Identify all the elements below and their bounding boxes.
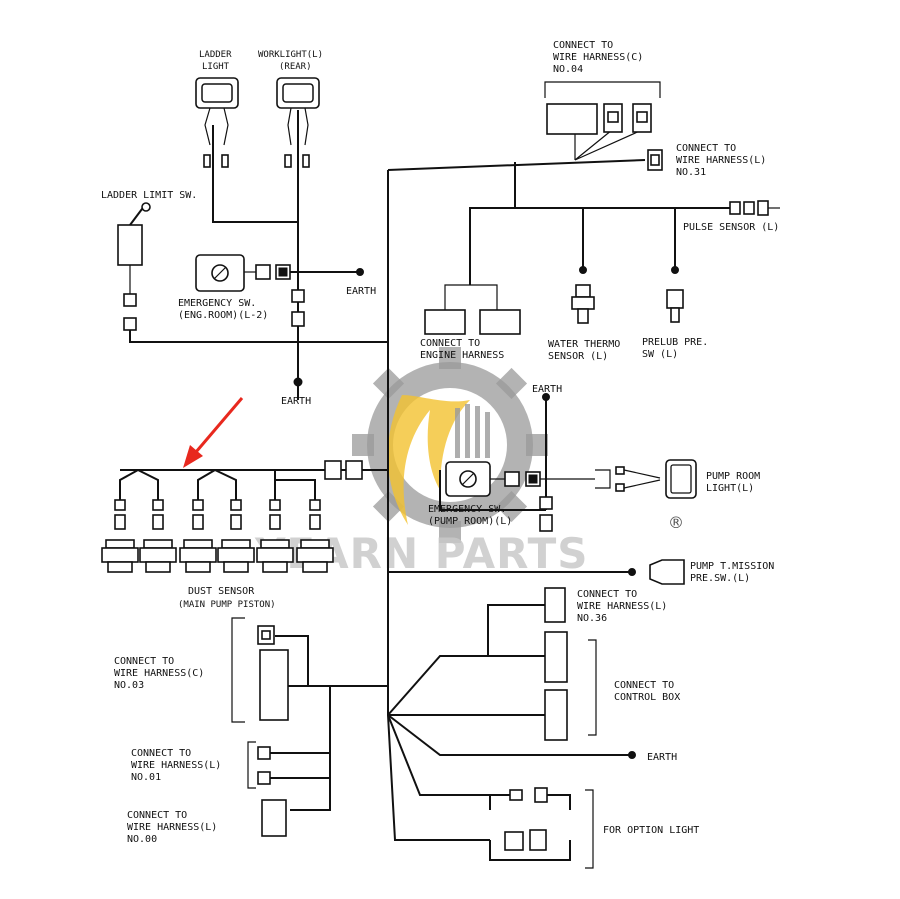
bracket-c04 — [544, 81, 661, 98]
label-pump-tmission: PUMP T.MISSION — [690, 561, 774, 572]
highlight-arrow — [183, 397, 244, 468]
label-conn-c04: CONNECT TO — [553, 40, 613, 51]
label-earth: EARTH — [346, 286, 376, 297]
ladder-light — [195, 77, 239, 168]
label-water-thermo: SENSOR (L) — [548, 351, 608, 362]
earth-mid — [542, 393, 550, 401]
dust-sensor — [139, 499, 177, 573]
control-box-connectors — [544, 631, 597, 741]
harness-wires — [119, 110, 730, 861]
label-conn-c04: NO.04 — [553, 64, 583, 75]
pulse-sensor — [729, 200, 780, 216]
label-conn-l00: NO.00 — [127, 834, 157, 845]
label-water-thermo: WATER THERMO — [548, 339, 620, 350]
label-conn-l01: NO.01 — [131, 772, 161, 783]
label-conn-c03: NO.03 — [114, 680, 144, 691]
label-pulse-sensor: PULSE SENSOR (L) — [683, 222, 779, 233]
dust-sensor-connector — [324, 460, 342, 480]
pump-tmission-switch — [628, 559, 685, 585]
label-ladder-light: LADDER — [199, 50, 232, 60]
label-conn-l31: WIRE HARNESS(L) — [676, 155, 766, 166]
label-conn-c03: WIRE HARNESS(C) — [114, 668, 204, 679]
label-conn-l01: CONNECT TO — [131, 748, 191, 759]
label-worklight: WORKLIGHT(L) — [258, 50, 323, 60]
dust-sensor-group — [101, 460, 363, 573]
label-pump-tmission: PRE.SW.(L) — [690, 573, 750, 584]
dust-sensor — [217, 499, 255, 573]
label-engine-harness: CONNECT TO — [420, 338, 480, 349]
label-emergency-eng: EMERGENCY SW. — [178, 298, 256, 309]
label-earth: EARTH — [532, 384, 562, 395]
label-conn-l36: NO.36 — [577, 613, 607, 624]
label-emergency-pump: EMERGENCY SW. — [428, 504, 506, 515]
dust-sensor — [101, 499, 139, 573]
labels: LADDER LIGHT WORKLIGHT(L) (REAR) CONNECT… — [101, 40, 779, 845]
connector-l31 — [647, 149, 663, 171]
label-pump-room-light: LIGHT(L) — [706, 483, 754, 494]
connector-l00 — [261, 799, 287, 837]
registered-mark: ® — [668, 513, 684, 532]
emergency-switch-pump — [445, 461, 595, 532]
label-conn-c04: WIRE HARNESS(C) — [553, 52, 643, 63]
label-dust-sensor: DUST SENSOR — [188, 586, 255, 597]
dust-sensor — [179, 499, 217, 573]
label-conn-l31: NO.31 — [676, 167, 706, 178]
label-prelub: PRELUB PRE. — [642, 337, 708, 348]
label-conn-l00: CONNECT TO — [127, 810, 187, 821]
label-worklight: (REAR) — [279, 62, 312, 72]
label-emergency-pump: (PUMP ROOM)(L) — [428, 516, 512, 527]
label-conn-l36: WIRE HARNESS(L) — [577, 601, 667, 612]
label-option-light: FOR OPTION LIGHT — [603, 825, 699, 836]
connector-l01 — [247, 741, 271, 789]
label-earth: EARTH — [647, 752, 677, 763]
label-pump-room-light: PUMP ROOM — [706, 471, 760, 482]
connector-c03 — [231, 617, 289, 723]
label-conn-l00: WIRE HARNESS(L) — [127, 822, 217, 833]
earth-bottom — [628, 751, 636, 759]
label-conn-l31: CONNECT TO — [676, 143, 736, 154]
engine-harness-connector — [424, 309, 521, 335]
worklight-rear — [276, 77, 320, 168]
label-dust-sensor: (MAIN PUMP PISTON) — [178, 600, 276, 610]
flame-icon — [387, 395, 470, 525]
label-conn-l36: CONNECT TO — [577, 589, 637, 600]
label-engine-harness: ENGINE HARNESS — [420, 350, 504, 361]
dust-sensor-connector — [345, 460, 363, 480]
dust-sensor — [296, 499, 334, 573]
connector-l36 — [544, 587, 566, 623]
label-ladder-limit: LADDER LIMIT SW. — [101, 190, 197, 201]
label-ladder-light: LIGHT — [202, 62, 230, 72]
label-earth: EARTH — [281, 396, 311, 407]
dust-sensor — [256, 499, 294, 573]
label-emergency-eng: (ENG.ROOM)(L-2) — [178, 310, 268, 321]
stripes-icon — [455, 404, 490, 458]
pump-room-light — [595, 459, 697, 499]
option-light-connectors — [504, 787, 594, 869]
connector-c04 — [546, 103, 652, 135]
prelub-pressure-switch — [666, 266, 684, 323]
label-control-box: CONNECT TO — [614, 680, 674, 691]
ladder-limit-switch — [117, 202, 151, 331]
label-conn-c03: CONNECT TO — [114, 656, 174, 667]
label-prelub: SW (L) — [642, 349, 678, 360]
water-thermo-sensor — [571, 266, 595, 324]
emergency-switch-eng — [195, 254, 364, 292]
label-control-box: CONTROL BOX — [614, 692, 680, 703]
label-conn-l01: WIRE HARNESS(L) — [131, 760, 221, 771]
earth-left — [291, 289, 305, 387]
